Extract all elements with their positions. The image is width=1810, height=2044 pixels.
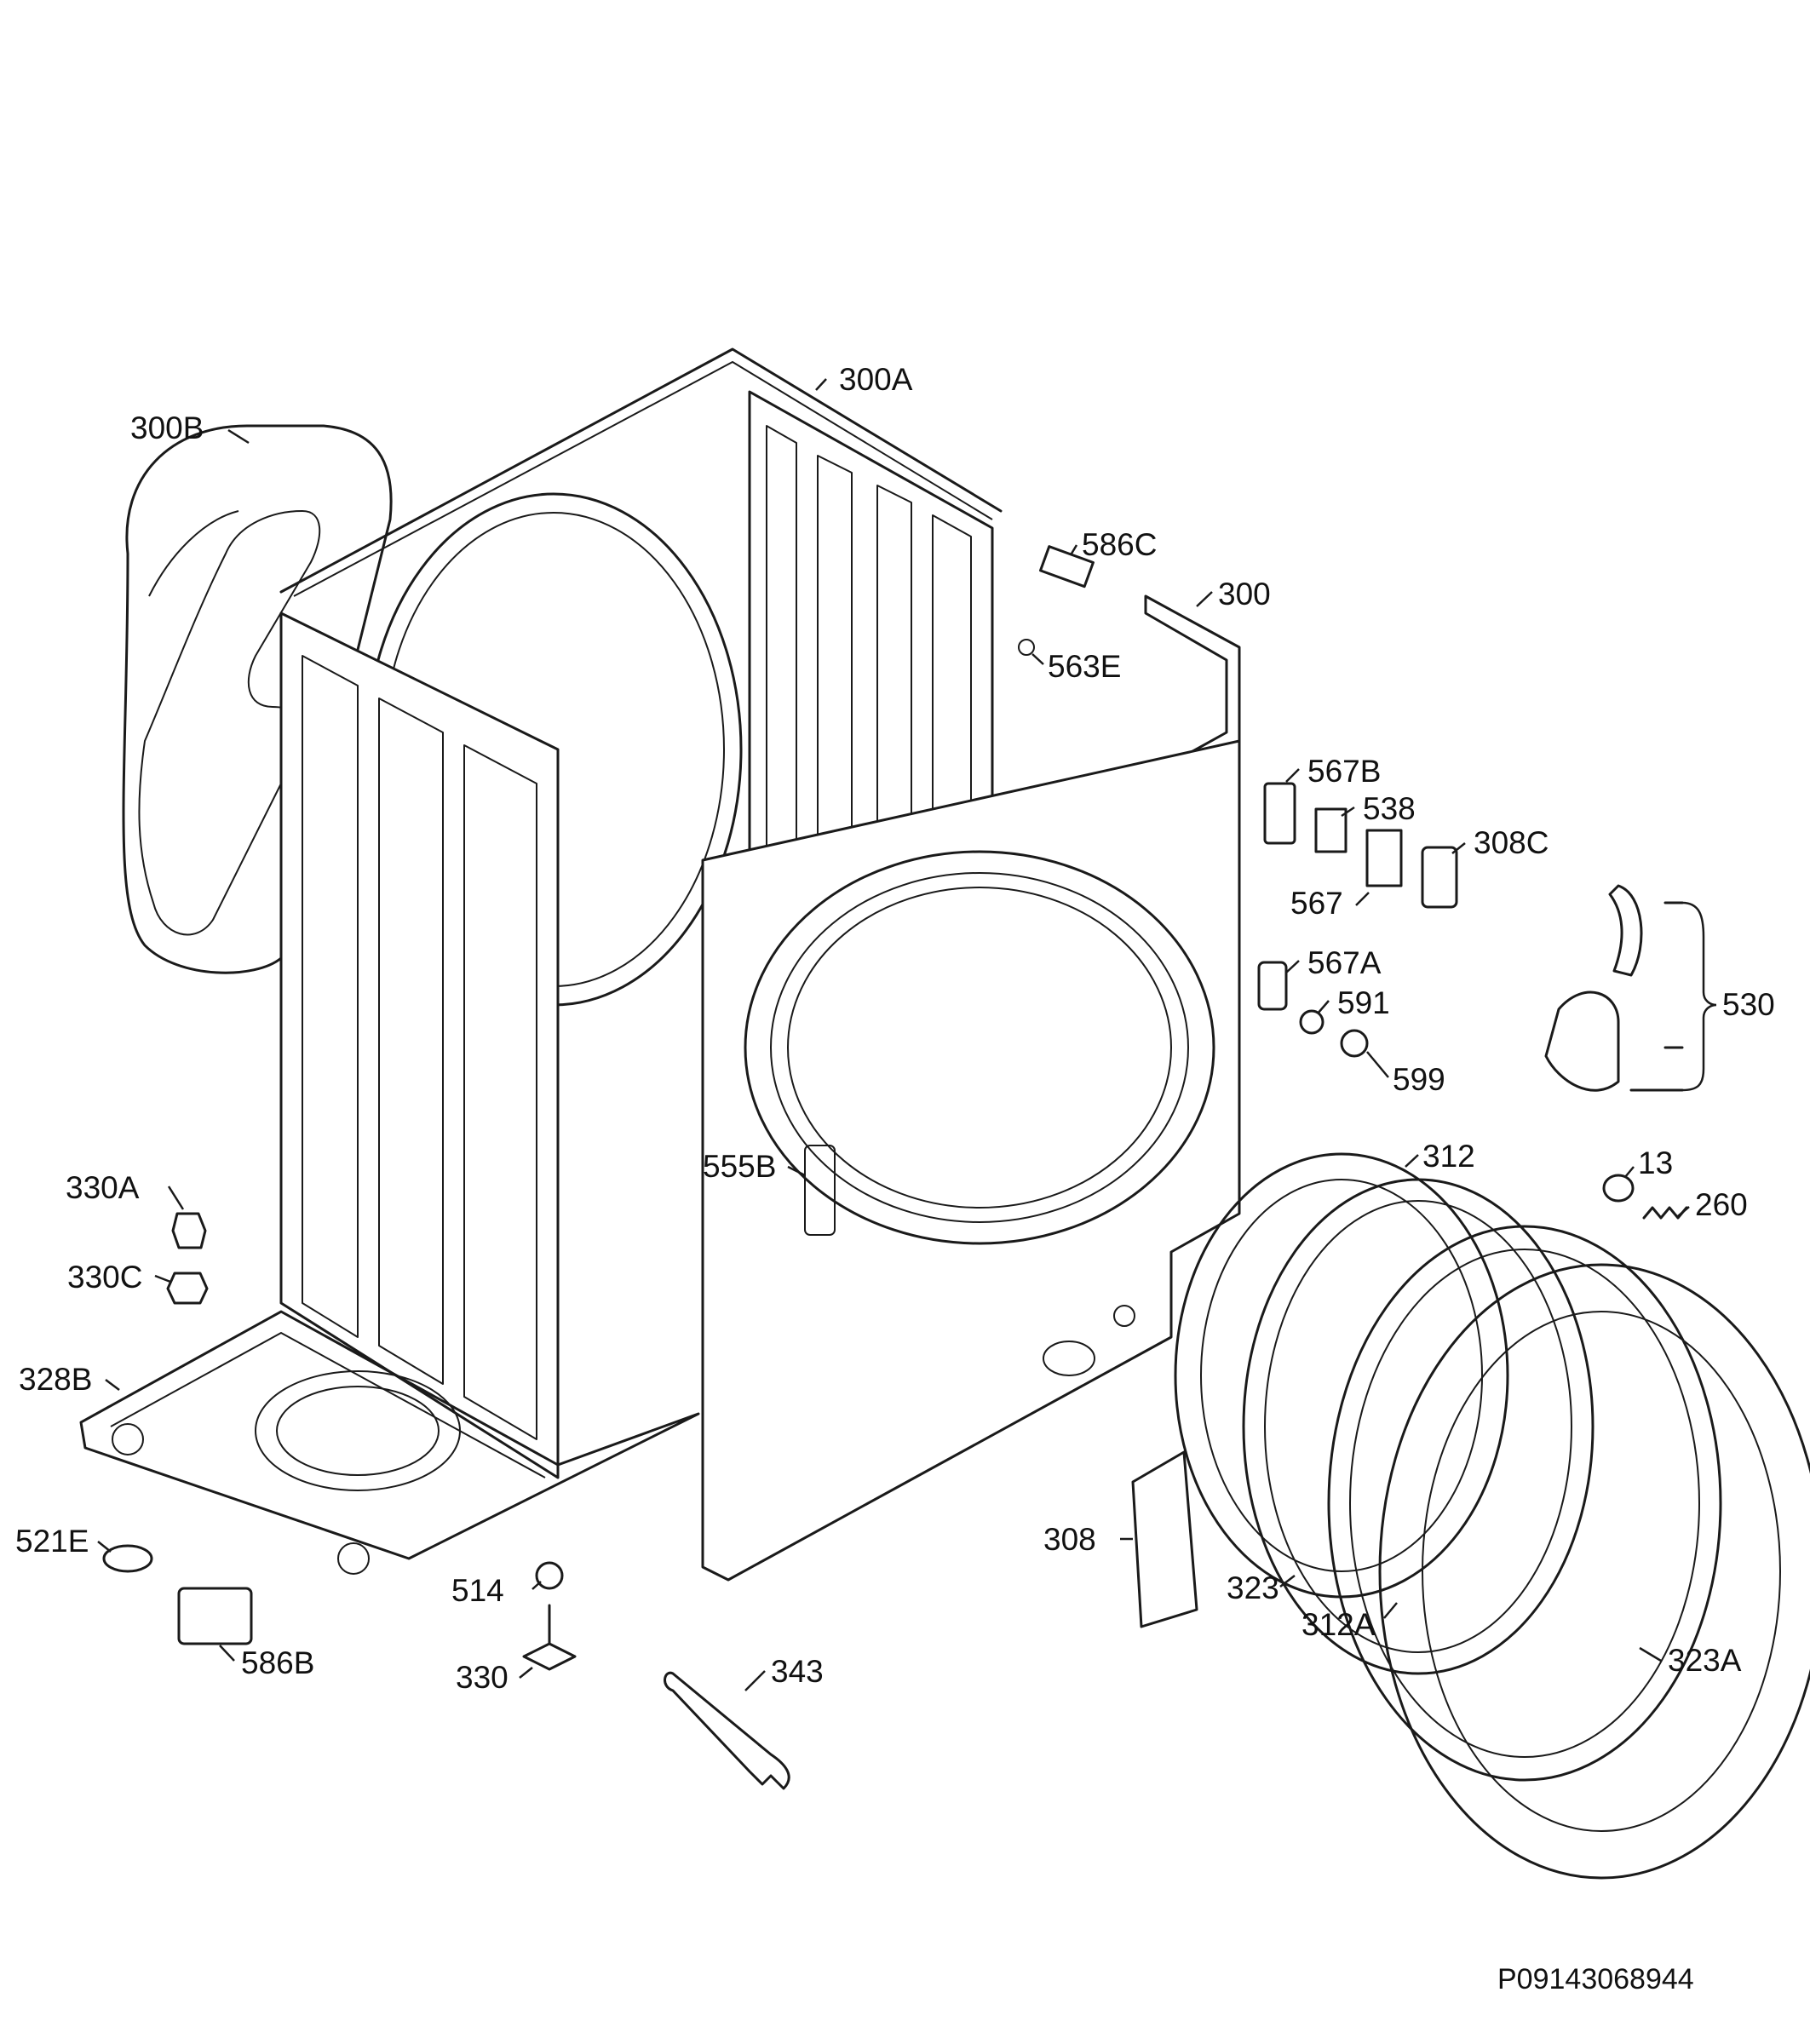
part-330 [522, 1604, 577, 1671]
part-514 [535, 1561, 564, 1590]
callout-330A: 330A [66, 1170, 140, 1205]
part-538 [1314, 807, 1347, 853]
part-13 [1602, 1174, 1635, 1203]
part-599 [1340, 1029, 1369, 1058]
part-323A [1378, 1263, 1810, 1880]
part-312A [1242, 1178, 1595, 1675]
drawing-code: P09143068944 [1497, 1963, 1694, 1995]
cabinet-body [79, 347, 1241, 1582]
callout-586C: 586C [1082, 527, 1157, 562]
callout-343: 343 [771, 1654, 824, 1689]
callout-323A: 323A [1668, 1643, 1742, 1678]
callout-308C: 308C [1474, 825, 1549, 860]
part-330C [166, 1272, 209, 1305]
small-parts [102, 545, 1688, 1790]
callout-300: 300 [1218, 577, 1271, 611]
callout-563E: 563E [1048, 649, 1121, 684]
part-567B [1263, 782, 1296, 845]
part-521E [102, 1544, 153, 1573]
part-308C [1421, 846, 1458, 909]
part-323 [1327, 1225, 1722, 1782]
leader-lines [97, 378, 1717, 1691]
part-260 [1642, 1206, 1688, 1220]
callout-538: 538 [1363, 791, 1416, 826]
part-567A [1257, 961, 1288, 1011]
callout-312A: 312A [1301, 1607, 1376, 1642]
part-563E [1018, 639, 1035, 656]
callout-328B: 328B [19, 1362, 92, 1397]
part-586B [177, 1587, 253, 1645]
callout-330: 330 [456, 1660, 509, 1695]
part-530-lower [1544, 990, 1620, 1092]
callout-323: 323 [1227, 1570, 1279, 1605]
callout-300A: 300A [839, 362, 913, 397]
callout-530: 530 [1722, 987, 1775, 1022]
callout-567B: 567B [1307, 754, 1381, 789]
part-591 [1299, 1009, 1324, 1035]
callout-260: 260 [1695, 1187, 1748, 1222]
callout-514: 514 [451, 1573, 504, 1608]
part-308 [1131, 1450, 1198, 1628]
callout-300B: 300B [130, 411, 204, 445]
part-586C [1038, 545, 1095, 589]
callout-521E: 521E [15, 1524, 89, 1559]
door-assembly [1174, 1152, 1810, 1880]
part-530-upper [1608, 884, 1643, 977]
part-343 [664, 1671, 790, 1790]
callout-599: 599 [1393, 1062, 1445, 1097]
callout-labels: 300A 300B 586C 300 563E 567B 538 308C 56… [15, 362, 1775, 1695]
callout-567: 567 [1290, 886, 1343, 921]
part-330A [171, 1212, 207, 1249]
callout-312: 312 [1422, 1139, 1475, 1174]
callout-13: 13 [1638, 1145, 1673, 1180]
callout-308: 308 [1043, 1522, 1096, 1557]
callout-586B: 586B [241, 1645, 314, 1680]
rear-panel-300B [122, 424, 393, 974]
part-567 [1365, 829, 1403, 887]
callout-591: 591 [1337, 985, 1390, 1020]
callout-555B: 555B [703, 1149, 776, 1184]
callout-567A: 567A [1307, 945, 1382, 980]
callout-330C: 330C [67, 1260, 142, 1295]
